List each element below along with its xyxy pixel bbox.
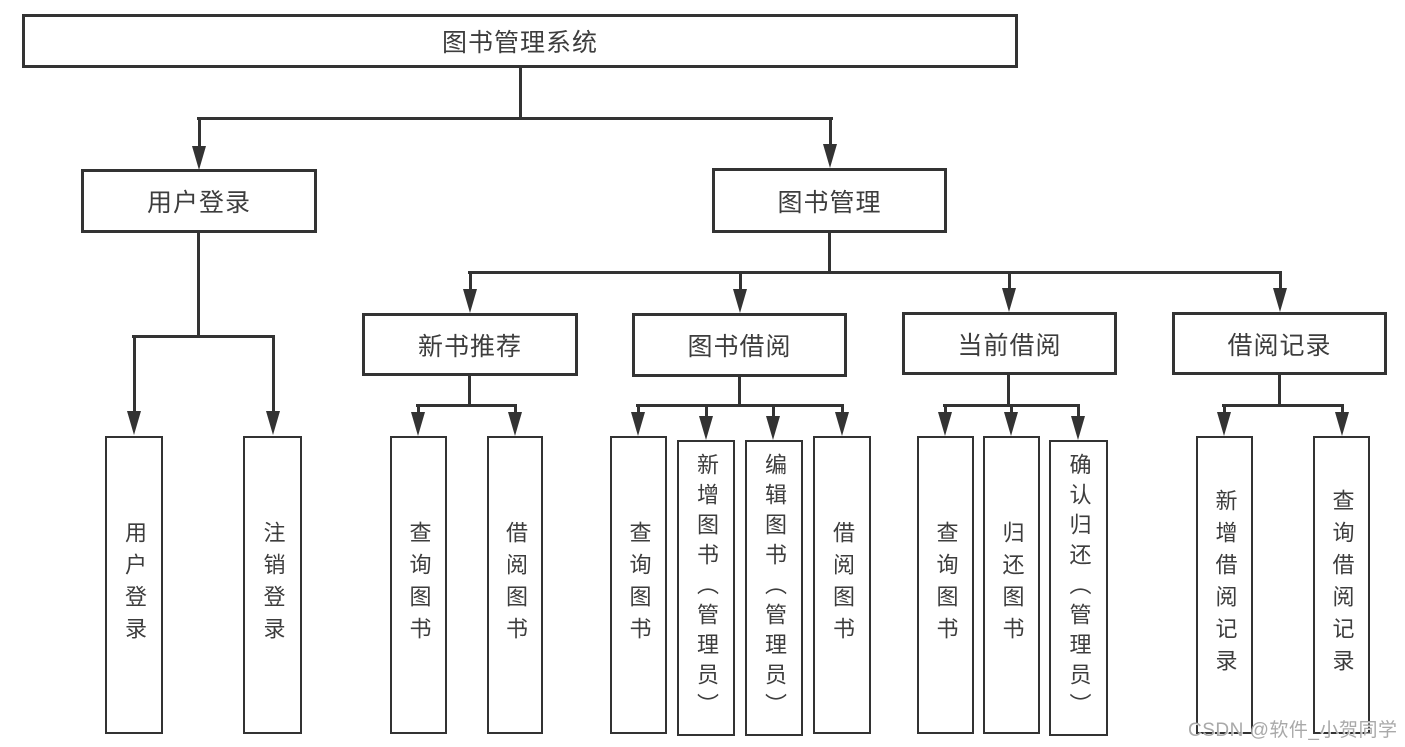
leaf-label: 借阅图书 xyxy=(830,521,855,649)
arrow-down-icon xyxy=(823,118,837,168)
leaf-label: 查询借阅记录 xyxy=(1329,489,1355,681)
arrow-down-icon xyxy=(411,405,425,436)
leaf-label: 确认归还（管理员） xyxy=(1066,453,1092,723)
arrow-down-icon xyxy=(1071,405,1085,440)
leaf-label: 归还图书 xyxy=(999,521,1025,649)
leaf-label: 新增借阅记录 xyxy=(1212,489,1238,681)
node-current-borrowing: 当前借阅 xyxy=(902,312,1117,375)
leaf-return-book: 归还图书 xyxy=(983,436,1040,734)
leaf-query-books-borrowing: 查询图书 xyxy=(610,436,667,734)
node-new-book-recommend: 新书推荐 xyxy=(362,313,578,376)
leaf-add-borrow-record: 新增借阅记录 xyxy=(1196,436,1253,734)
leaf-label: 查询图书 xyxy=(626,521,652,649)
leaf-label: 用户登录 xyxy=(122,521,147,649)
node-label: 图书借阅 xyxy=(687,333,792,361)
arrow-down-icon xyxy=(1273,272,1287,312)
leaf-label: 查询图书 xyxy=(933,521,959,649)
arrow-down-icon xyxy=(835,405,849,436)
connector-line xyxy=(197,117,833,120)
connector-line xyxy=(468,376,471,406)
arrow-down-icon xyxy=(266,336,280,435)
connector-line xyxy=(468,271,1282,274)
connector-line xyxy=(636,404,844,407)
node-book-borrowing: 图书借阅 xyxy=(632,313,847,377)
node-label: 用户登录 xyxy=(146,189,251,217)
arrow-down-icon xyxy=(699,405,713,440)
arrow-down-icon xyxy=(631,405,645,436)
connector-line xyxy=(132,335,275,338)
node-label: 新书推荐 xyxy=(417,332,522,361)
connector-line xyxy=(1222,404,1344,407)
leaf-query-books-recommend: 查询图书 xyxy=(390,436,447,734)
arrow-down-icon xyxy=(463,272,477,313)
leaf-label: 注销登录 xyxy=(260,521,286,649)
connector-line xyxy=(416,404,517,407)
connector-line xyxy=(1278,375,1281,406)
leaf-add-book-admin: 新增图书（管理员） xyxy=(677,440,735,736)
leaf-confirm-return-admin: 确认归还（管理员） xyxy=(1049,440,1108,736)
arrow-down-icon xyxy=(1335,405,1349,436)
arrow-down-icon xyxy=(1002,272,1016,312)
connector-line xyxy=(738,377,741,406)
arrow-down-icon xyxy=(127,336,141,435)
node-label: 当前借阅 xyxy=(957,331,1062,360)
connector-line xyxy=(197,233,200,336)
leaf-borrow-books-borrowing: 借阅图书 xyxy=(813,436,871,734)
leaf-label: 借阅图书 xyxy=(503,521,528,649)
leaf-query-books-current: 查询图书 xyxy=(917,436,974,734)
node-book-management: 图书管理 xyxy=(712,168,947,233)
leaf-user-login: 用户登录 xyxy=(105,436,163,734)
connector-line xyxy=(828,233,831,272)
leaf-label: 编辑图书（管理员） xyxy=(762,453,787,723)
arrow-down-icon xyxy=(938,405,952,436)
leaf-borrow-books-recommend: 借阅图书 xyxy=(487,436,543,734)
leaf-label: 新增图书（管理员） xyxy=(694,453,719,723)
leaf-edit-book-admin: 编辑图书（管理员） xyxy=(745,440,803,736)
arrow-down-icon xyxy=(1217,405,1231,436)
connector-line xyxy=(1007,375,1010,406)
node-label: 借阅记录 xyxy=(1227,331,1332,360)
arrow-down-icon xyxy=(733,272,747,313)
node-label: 图书管理系统 xyxy=(441,29,598,57)
arrow-down-icon xyxy=(192,118,206,170)
leaf-logout: 注销登录 xyxy=(243,436,302,734)
arrow-down-icon xyxy=(766,405,780,440)
csdn-watermark: CSDN @软件_小贺同学 xyxy=(1188,720,1398,741)
connector-line xyxy=(519,68,522,118)
node-library-system: 图书管理系统 xyxy=(22,14,1018,68)
arrow-down-icon xyxy=(508,405,522,436)
node-borrowing-records: 借阅记录 xyxy=(1172,312,1387,375)
node-user-login: 用户登录 xyxy=(81,169,317,233)
node-label: 图书管理 xyxy=(777,188,882,217)
arrow-down-icon xyxy=(1004,405,1018,436)
leaf-query-borrow-record: 查询借阅记录 xyxy=(1313,436,1370,734)
leaf-label: 查询图书 xyxy=(406,521,432,649)
